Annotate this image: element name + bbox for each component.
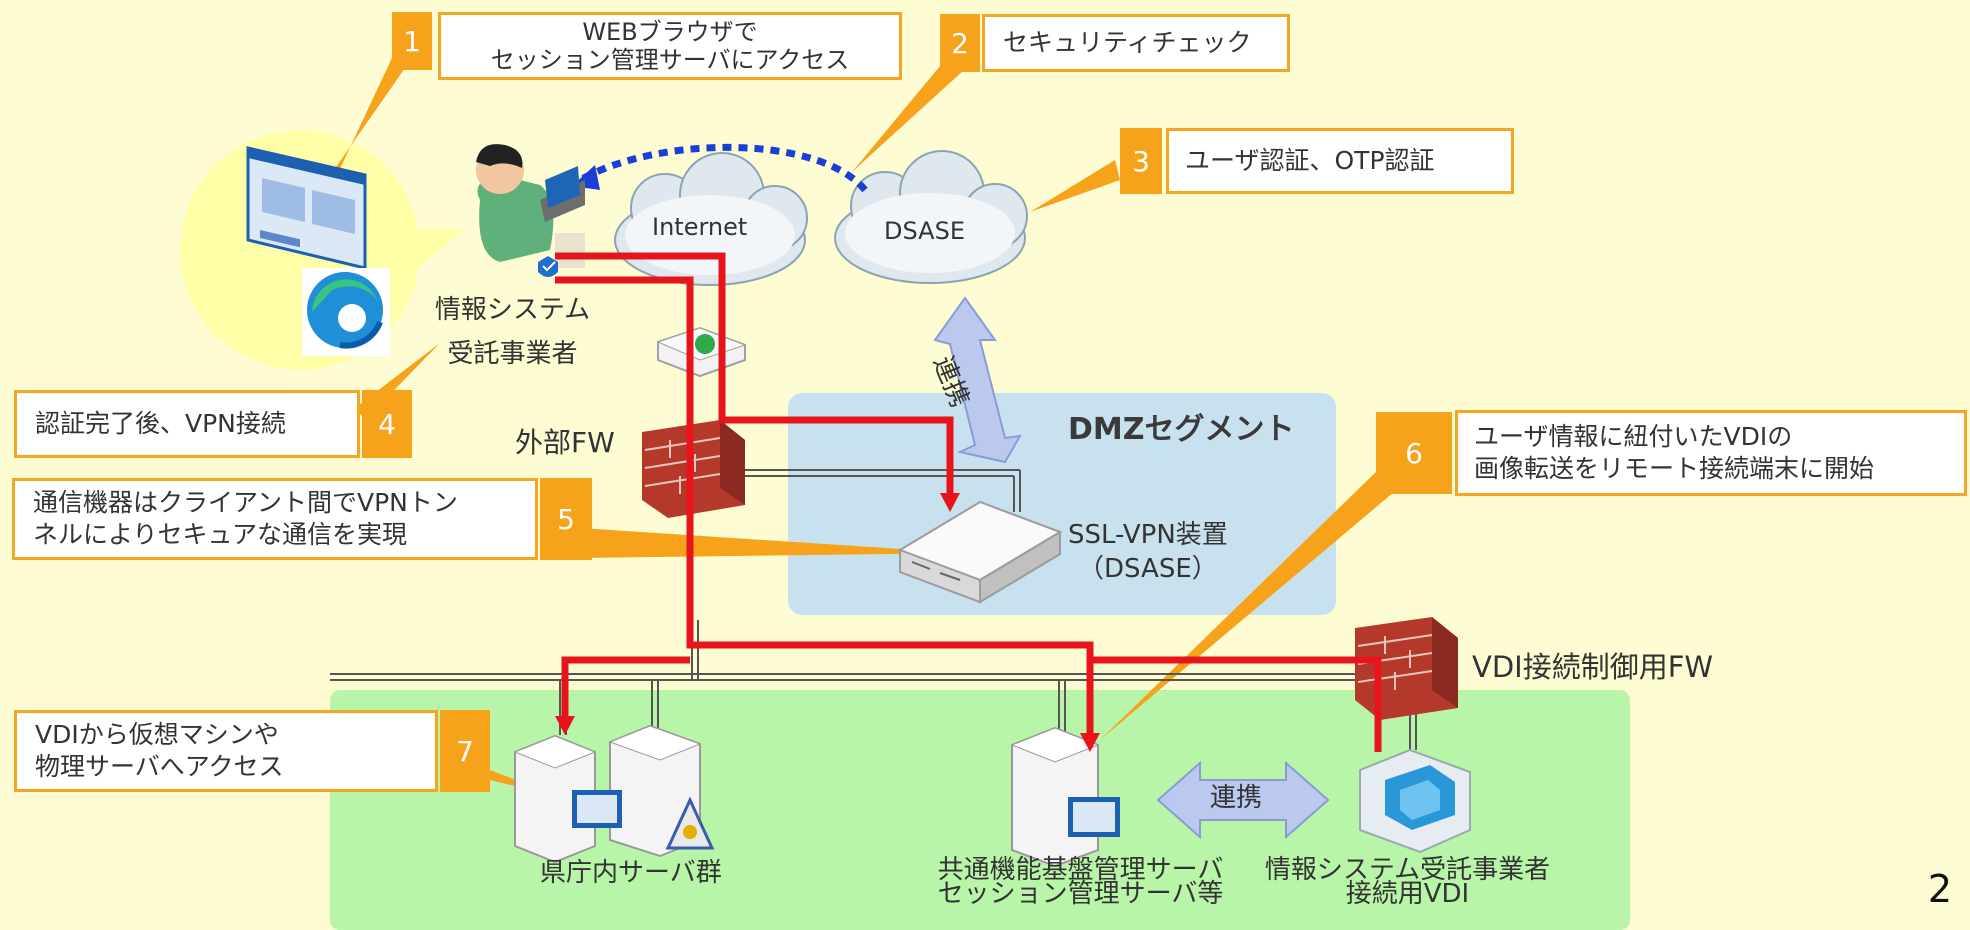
callout-text-6: ユーザ情報に紐付いたVDIの 画像転送をリモート接続端末に開始 [1474,422,1875,483]
callout-number-4: 4 [362,390,412,458]
dmz-segment-zone [788,393,1336,615]
callout-number-6: 6 [1376,412,1452,494]
dsase-cloud-label: DSASE [884,217,965,245]
browser-window-icon [246,146,367,270]
callout-text-7: VDIから仮想マシンや 物理サーバへアクセス [35,720,284,781]
callout-box-5: 通信機器はクライアント間でVPNトン ネルによりセキュアな通信を実現 [12,478,538,560]
renkei-horizontal-label: 連携 [1210,783,1263,813]
vdi-firewall-icon [1355,617,1458,720]
ssl-vpn-device-icon [897,500,1063,604]
management-server-icon [1010,726,1120,868]
user-label: 情報システム 受託事業者 [434,295,591,369]
callout-number-1: 1 [392,12,432,70]
callout-box-1: WEBブラウザで セッション管理サーバにアクセス [438,12,902,80]
callout-text-2: セキュリティチェック [1003,28,1252,57]
external-fw-label: 外部FW [515,426,615,459]
callout-pointer-1 [320,58,412,190]
edge-logo-icon [302,268,390,356]
callout-number-2: 2 [940,14,980,72]
callout-number-7: 7 [440,710,490,792]
renkei-vertical-arrow [933,296,1022,464]
callout-pointer-6 [1100,470,1420,740]
callout-text-3: ユーザ認証、OTP認証 [1185,146,1435,175]
server-group-icon [513,724,715,864]
internet-cloud-icon [614,152,808,286]
vdi-label: 情報システム受託事業者 接続用VDI [1264,855,1551,909]
callout-box-2: セキュリティチェック [982,14,1290,72]
callout-box-4: 認証完了後、VPN接続 [14,390,360,458]
callout-number-3: 3 [1120,128,1162,194]
vpn-router-icon [656,326,747,378]
user-person-icon [476,144,585,277]
callout-pointer-5 [580,528,962,558]
management-server-label: 共通機能基盤管理サーバ セッション管理サーバ等 [937,855,1224,909]
page-number: 2 [1927,867,1952,911]
vdi-cube-icon [1359,748,1471,854]
callout-text-1: WEBブラウザで セッション管理サーバにアクセス [490,18,850,74]
internet-cloud-label: Internet [652,213,748,241]
callout-box-7: VDIから仮想マシンや 物理サーバへアクセス [14,710,438,792]
dmz-segment-title: DMZセグメント [1068,412,1295,447]
vpn-connection-lines [555,252,1382,752]
callout-text-4: 認証完了後、VPN接続 [35,409,286,438]
callout-pointer-2 [852,60,975,172]
server-group-label: 県庁内サーバ群 [540,858,722,888]
dsase-cloud-icon [834,150,1028,284]
callout-text-5: 通信機器はクライアント間でVPNトン ネルによりセキュアな通信を実現 [33,488,458,549]
renkei-horizontal-arrow [1156,760,1330,840]
ssl-vpn-label: SSL-VPN装置 （DSASE） [1068,520,1228,584]
callout-box-3: ユーザ認証、OTP認証 [1166,128,1514,194]
callout-box-6: ユーザ情報に紐付いたVDIの 画像転送をリモート接続端末に開始 [1455,410,1967,496]
vdi-fw-label: VDI接続制御用FW [1472,650,1714,684]
callout-pointer-3 [1030,160,1120,212]
vpn-arrowheads [555,493,1100,752]
callout-number-5: 5 [540,478,592,560]
callout-pointers [320,58,1420,797]
